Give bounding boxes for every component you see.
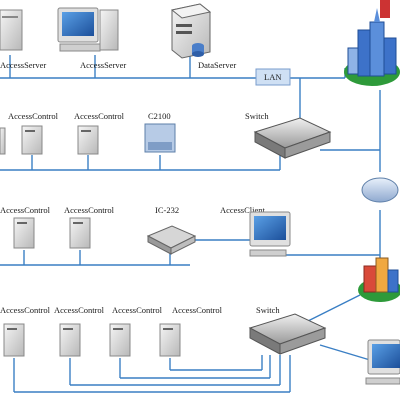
row3-access-control-3-label: AccessControl: [112, 305, 163, 315]
row3-controller-3: [109, 323, 131, 357]
row1-access-control-1-label: AccessControl: [8, 111, 59, 121]
access-client-label: AccessClient: [220, 205, 265, 215]
row1-access-control-2-label: AccessControl: [74, 111, 125, 121]
switch-bottom-label: Switch: [256, 305, 280, 315]
access-server-2: [57, 7, 119, 52]
data-server: [170, 3, 212, 59]
lan-box: LAN: [255, 68, 291, 86]
row1-controller-0: [0, 127, 6, 155]
keyboard-icon: [365, 377, 400, 385]
access-client-computer: [249, 211, 291, 257]
row3-access-control-4-label: AccessControl: [172, 305, 223, 315]
tower-icon: [99, 9, 119, 51]
keyboard-icon: [59, 43, 101, 52]
c2100-label: C2100: [148, 111, 171, 121]
row3-access-control-2-label: AccessControl: [54, 305, 105, 315]
keyboard-icon: [249, 249, 287, 257]
ic232-label: IC-232: [155, 205, 179, 215]
switch-top: [253, 117, 332, 159]
internet-cloud-icon: [361, 177, 399, 203]
city-top-icon: [344, 0, 400, 86]
c2100-converter: [144, 123, 176, 153]
row1-controller-2: [77, 125, 99, 155]
row2-access-control-1-label: AccessControl: [0, 205, 51, 215]
access-server-1-label: AccessServer: [0, 60, 46, 70]
access-server-2-label: AccessServer: [80, 60, 126, 70]
row3-controller-4: [159, 323, 181, 357]
switch-bottom: [248, 313, 327, 355]
access-server-1: [0, 9, 23, 51]
row3-controller-1: [3, 323, 25, 357]
ic232-converter: [146, 225, 197, 255]
connection-wires: [0, 55, 381, 393]
switch-top-label: Switch: [245, 111, 269, 121]
row2-controller-2: [69, 217, 91, 249]
row2-access-control-2-label: AccessControl: [64, 205, 115, 215]
wire-trunk-3: [299, 294, 361, 326]
data-server-label: DataServer: [198, 60, 236, 70]
city-bottom-icon: [358, 257, 400, 302]
lan-label: LAN: [264, 72, 281, 82]
row3-access-control-1-label: AccessControl: [0, 305, 51, 315]
bottom-right-computer: [365, 339, 400, 385]
row1-controller-1: [21, 125, 43, 155]
row2-controller-1: [13, 217, 35, 249]
row3-controller-2: [59, 323, 81, 357]
